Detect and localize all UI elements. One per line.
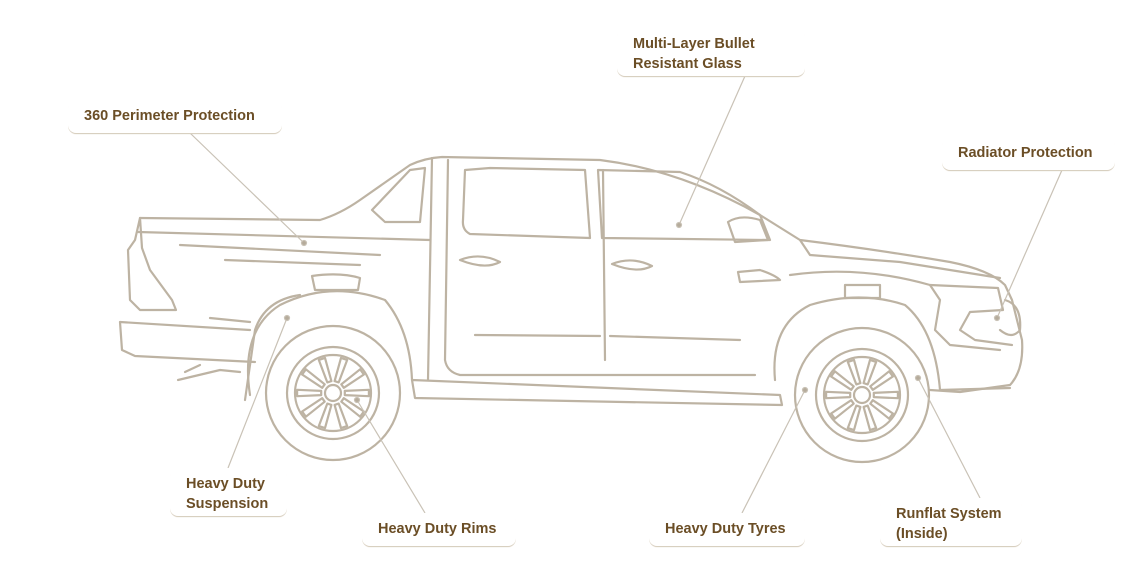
rim-spoke — [301, 368, 326, 389]
label-text: Heavy Duty Tyres — [665, 521, 786, 537]
leader-line-tyres — [741, 389, 806, 514]
label-text: Radiator Protection — [958, 145, 1093, 161]
marker-dot-radiator — [993, 314, 1001, 322]
label-text: Heavy Duty — [186, 476, 265, 492]
label-radiator-protection: Radiator Protection — [942, 137, 1115, 170]
rim-spoke — [333, 356, 349, 384]
rim-spoke — [862, 404, 878, 432]
label-text: Runflat System — [896, 506, 1002, 522]
label-text: (Inside) — [896, 526, 948, 542]
label-heavy-duty-rims: Heavy Duty Rims — [362, 513, 516, 546]
leader-line-glass — [678, 75, 746, 226]
rim-spoke — [296, 388, 323, 398]
rim-spoke — [317, 356, 333, 384]
rim-spoke — [340, 368, 365, 389]
label-text: 360 Perimeter Protection — [84, 108, 255, 124]
marker-dot-suspension — [283, 314, 291, 322]
leader-line-perimeter — [189, 132, 305, 244]
label-heavy-duty-tyres: Heavy Duty Tyres — [649, 513, 805, 546]
rim-spoke — [869, 370, 894, 391]
rim-spoke — [317, 402, 333, 430]
marker-dot-rims — [353, 396, 361, 404]
marker-dot-tyres — [801, 386, 809, 394]
rim-spoke — [862, 358, 878, 386]
label-text: Multi-Layer Bullet — [633, 36, 755, 52]
label-perimeter-protection: 360 Perimeter Protection — [68, 100, 282, 133]
leader-line-radiator — [996, 169, 1063, 319]
label-runflat-system: Runflat System (Inside) — [880, 498, 1022, 546]
rim-spoke — [872, 390, 899, 400]
rim-spoke — [333, 402, 349, 430]
marker-dot-runflat — [914, 374, 922, 382]
marker-dot-perimeter — [300, 239, 308, 247]
rim-spoke — [340, 397, 365, 418]
leader-line-runflat — [917, 377, 981, 499]
rim-spoke — [343, 388, 370, 398]
leader-line-suspension — [227, 317, 288, 469]
rim-spoke — [301, 397, 326, 418]
rim-spoke — [846, 358, 862, 386]
label-text: Suspension — [186, 496, 269, 512]
rim-spoke — [869, 399, 894, 420]
rim-spoke — [830, 399, 855, 420]
rim-spoke — [830, 370, 855, 391]
leader-line-rims — [356, 399, 426, 514]
rim-spoke — [825, 390, 852, 400]
label-text: Heavy Duty Rims — [378, 521, 497, 537]
rim-spoke — [846, 404, 862, 432]
marker-dot-glass — [675, 221, 683, 229]
label-text: Resistant Glass — [633, 56, 742, 72]
